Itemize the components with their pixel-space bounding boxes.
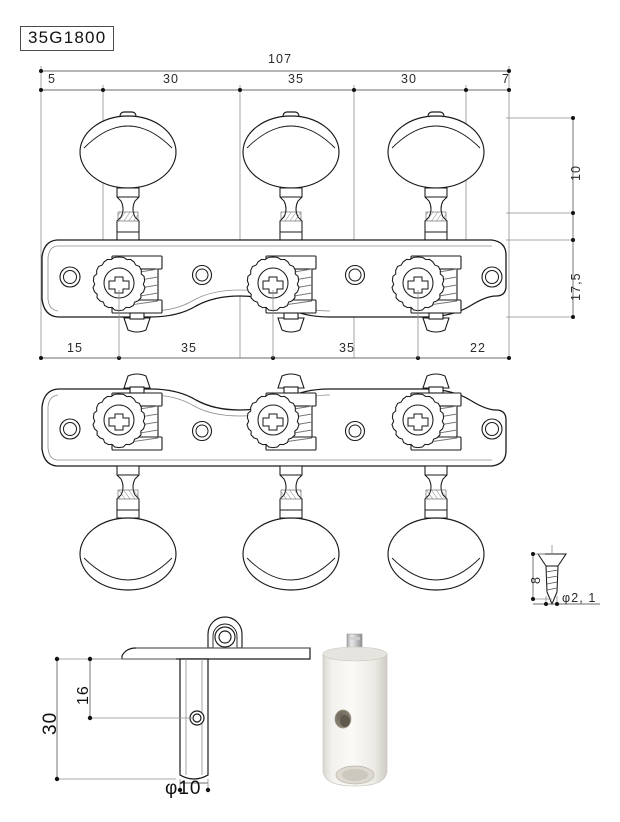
tuner-button (79, 111, 177, 189)
wood-screw (537, 545, 567, 606)
phillips-screw-slot (407, 276, 429, 294)
button-shaft (279, 187, 303, 241)
worm-gear-assembly (92, 255, 163, 333)
worm-gear-assembly (246, 255, 317, 333)
string-post-eye (207, 616, 243, 649)
dim-post-diameter: φ10 (165, 778, 202, 799)
dim-top-seg-1: 5 (48, 72, 57, 86)
bottom-view-assembly (41, 373, 507, 591)
button-shaft (424, 465, 448, 519)
dim-top-seg-4: 30 (401, 72, 418, 86)
tuner-button (242, 111, 340, 189)
right-dimension-ticks (571, 116, 575, 319)
phillips-screw-slot (407, 413, 429, 431)
tuner-button (387, 111, 485, 189)
right-vertical-dimensions (506, 117, 574, 318)
dim-top-seg-3: 35 (288, 72, 305, 86)
dim-post-height: 30 (40, 711, 61, 735)
dim-bottom-seg-4: 22 (470, 341, 487, 355)
worm-gear-assembly (391, 373, 462, 451)
dim-vertical-10: 10 (569, 164, 583, 181)
phillips-screw-slot (262, 276, 284, 294)
phillips-screw-slot (108, 413, 130, 431)
worm-gear-assembly (246, 373, 317, 451)
worm-gear-assembly (92, 373, 163, 451)
phillips-screw-slot (108, 276, 130, 294)
worm-gear-assembly (391, 255, 462, 333)
dim-post-hole-height: 16 (75, 685, 92, 705)
top-view-assembly (41, 111, 507, 333)
tuner-button (79, 517, 177, 591)
dim-screw-length: 8 (529, 575, 543, 584)
worm-gear-assemblies-bottom (92, 373, 462, 451)
top-dimension-ticks (39, 69, 511, 92)
button-shaft (279, 465, 303, 519)
screw-detail (531, 545, 600, 606)
dim-bottom-seg-2: 35 (181, 341, 198, 355)
dim-top-seg-2: 30 (163, 72, 180, 86)
post-detail-view (54, 616, 311, 793)
worm-gear-assemblies-top (92, 255, 462, 333)
dim-overall-width: 107 (268, 52, 293, 66)
tuner-button (387, 517, 485, 591)
mounting-holes-top (59, 264, 503, 288)
mounting-holes-bottom (59, 418, 503, 442)
plastic-roller-photo (322, 633, 388, 787)
button-shaft (424, 187, 448, 241)
part-number-label: 35G1800 (20, 26, 115, 51)
dim-vertical-17-5: 17,5 (569, 272, 583, 301)
top-view-gear-center-lines (118, 290, 419, 358)
tuner-button (242, 517, 340, 591)
button-shafts-bottom (116, 465, 448, 519)
dim-top-seg-5: 7 (502, 72, 511, 86)
button-shaft (116, 187, 140, 241)
string-post-barrel (179, 658, 209, 780)
dim-screw-diameter: φ2, 1 (562, 591, 597, 605)
phillips-screw-slot (262, 413, 284, 431)
button-shaft (116, 465, 140, 519)
tuner-buttons-bottom (79, 517, 485, 591)
tuner-buttons-top (79, 111, 485, 189)
plate-section (121, 647, 311, 660)
dim-bottom-seg-3: 35 (339, 341, 356, 355)
dim-bottom-seg-1: 15 (67, 341, 84, 355)
button-shafts-top (116, 187, 448, 241)
top-dimension-lines (40, 66, 510, 358)
